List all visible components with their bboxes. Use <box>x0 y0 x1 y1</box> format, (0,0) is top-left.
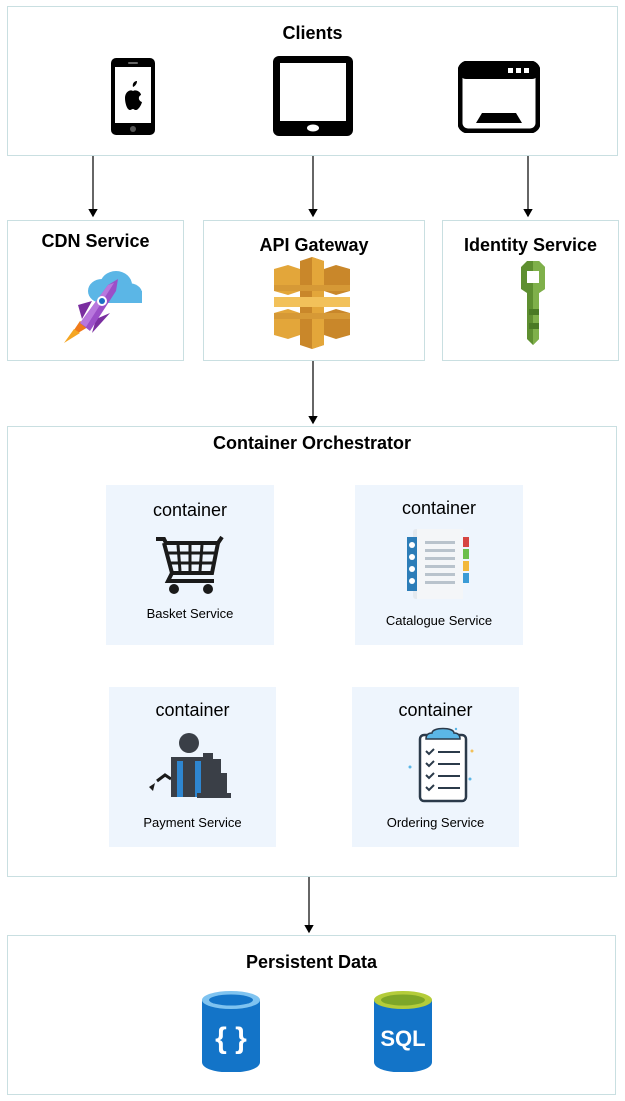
clients-title: Clients <box>282 23 343 43</box>
cdn-service-box: CDN Service <box>7 220 184 361</box>
container-label: container <box>152 500 228 520</box>
api-gateway-box: API Gateway <box>203 220 425 361</box>
shopping-cart-icon <box>156 535 224 600</box>
basket-container: container Basket Service <box>106 485 274 645</box>
tablet-icon <box>272 55 354 142</box>
key-icon <box>517 261 549 350</box>
svg-text:SQL: SQL <box>380 1026 425 1051</box>
catalogue-container: container Catalogue <box>355 485 523 645</box>
api-gateway-icon <box>272 257 352 354</box>
ordering-container: container Ordering Service <box>352 687 519 847</box>
api-gateway-title: API Gateway <box>259 235 369 255</box>
persistent-data-title: Persistent Data <box>245 952 378 972</box>
checklist-clipboard-icon <box>406 727 476 808</box>
cashier-icon <box>147 731 231 804</box>
json-database-icon: { } <box>200 990 262 1077</box>
container-label: container <box>155 700 230 720</box>
payment-container: container Payment Service <box>109 687 276 847</box>
cdn-service-title: CDN Service <box>41 231 150 251</box>
persistent-data-box: Persistent Data { } SQL <box>7 935 616 1095</box>
phone-icon <box>110 57 156 141</box>
container-label: container <box>398 700 473 720</box>
identity-service-box: Identity Service <box>442 220 619 361</box>
service-label: Payment Service <box>143 815 242 830</box>
identity-service-title: Identity Service <box>463 235 598 255</box>
browser-window-icon <box>457 60 541 138</box>
service-label: Ordering Service <box>386 815 485 830</box>
service-label: Catalogue Service <box>385 613 493 628</box>
service-label: Basket Service <box>146 606 234 621</box>
sql-database-icon: SQL <box>372 990 434 1077</box>
container-orchestrator-title: Container Orchestrator <box>212 433 412 453</box>
container-orchestrator-box: Container Orchestrator container Basket … <box>7 426 617 877</box>
clients-box: Clients <box>7 6 618 156</box>
container-label: container <box>401 498 477 518</box>
catalogue-book-icon <box>405 527 471 606</box>
svg-text:{ }: { } <box>215 1022 247 1055</box>
rocket-cloud-icon <box>58 261 144 350</box>
